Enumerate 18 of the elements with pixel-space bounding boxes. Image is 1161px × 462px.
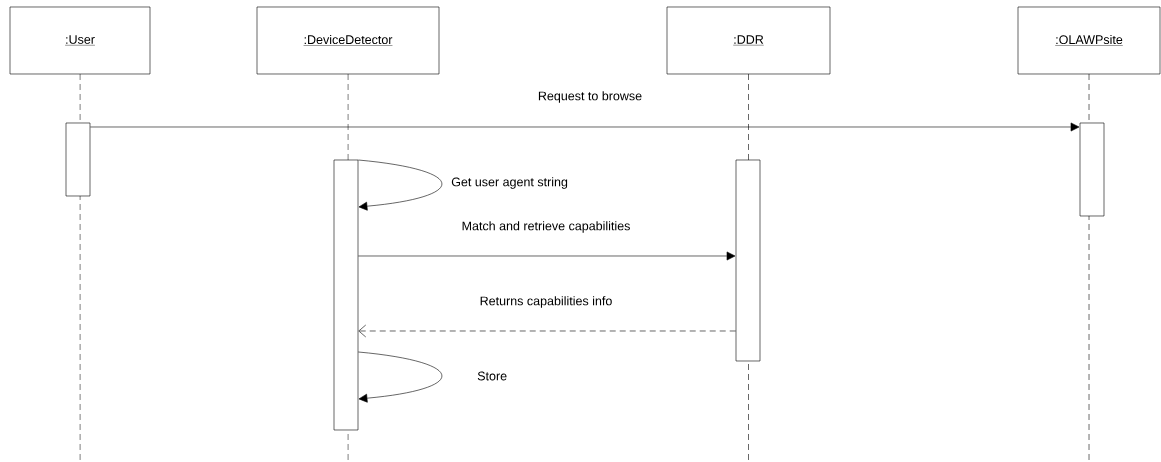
object-box: :OLAWPsite xyxy=(1017,6,1161,75)
message-arrow xyxy=(358,159,443,211)
message-arrow xyxy=(90,122,1080,132)
edge-label: Returns capabilities info xyxy=(478,295,614,309)
activation-bar xyxy=(333,159,359,431)
object-box: :DDR xyxy=(666,6,831,75)
activation-bar xyxy=(1079,122,1105,217)
edge-label: Request to browse xyxy=(536,90,644,104)
edge-label: Get user agent string xyxy=(450,176,569,190)
object-box: :DeviceDetector xyxy=(256,6,440,75)
message-arrow xyxy=(358,324,736,338)
object-box: :User xyxy=(9,6,151,75)
activation-bar xyxy=(65,122,91,197)
message-arrow xyxy=(358,351,443,403)
edge-label: Match and retrieve capabilities xyxy=(460,220,632,234)
activation-bar xyxy=(735,159,761,362)
message-arrow xyxy=(358,251,736,261)
edge-label: Store xyxy=(476,370,509,382)
